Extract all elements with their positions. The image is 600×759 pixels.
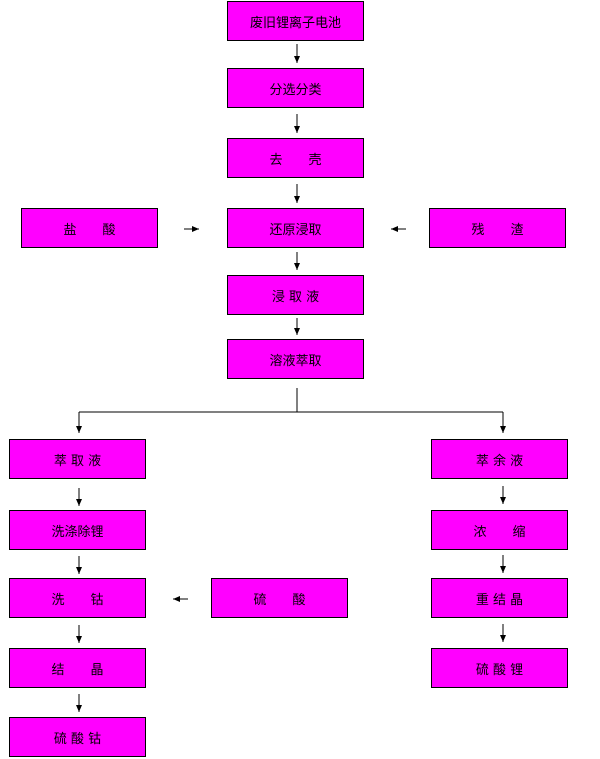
node-raffinate: 萃 余 液	[431, 439, 568, 479]
node-extract: 萃 取 液	[9, 439, 146, 479]
node-leachate: 浸 取 液	[227, 275, 364, 315]
node-solvent-extraction: 溶液萃取	[227, 339, 364, 379]
node-residue: 残 渣	[429, 208, 566, 248]
node-reductive-leaching: 还原浸取	[227, 208, 364, 248]
node-concentrate: 浓 缩	[431, 510, 568, 550]
node-lithium-sulfate: 硫 酸 锂	[431, 648, 568, 688]
node-waste-battery: 废旧锂离子电池	[227, 1, 364, 41]
node-shell-removal: 去 壳	[227, 138, 364, 178]
node-sulfuric-acid: 硫 酸	[211, 578, 348, 618]
node-cobalt-sulfate: 硫 酸 钴	[9, 717, 146, 757]
node-hydrochloric-acid: 盐 酸	[21, 208, 158, 248]
node-crystallize: 结 晶	[9, 648, 146, 688]
node-recrystallize: 重 结 晶	[431, 578, 568, 618]
node-wash-cobalt: 洗 钴	[9, 578, 146, 618]
node-sorting: 分选分类	[227, 68, 364, 108]
node-wash-remove-lithium: 洗涤除锂	[9, 510, 146, 550]
